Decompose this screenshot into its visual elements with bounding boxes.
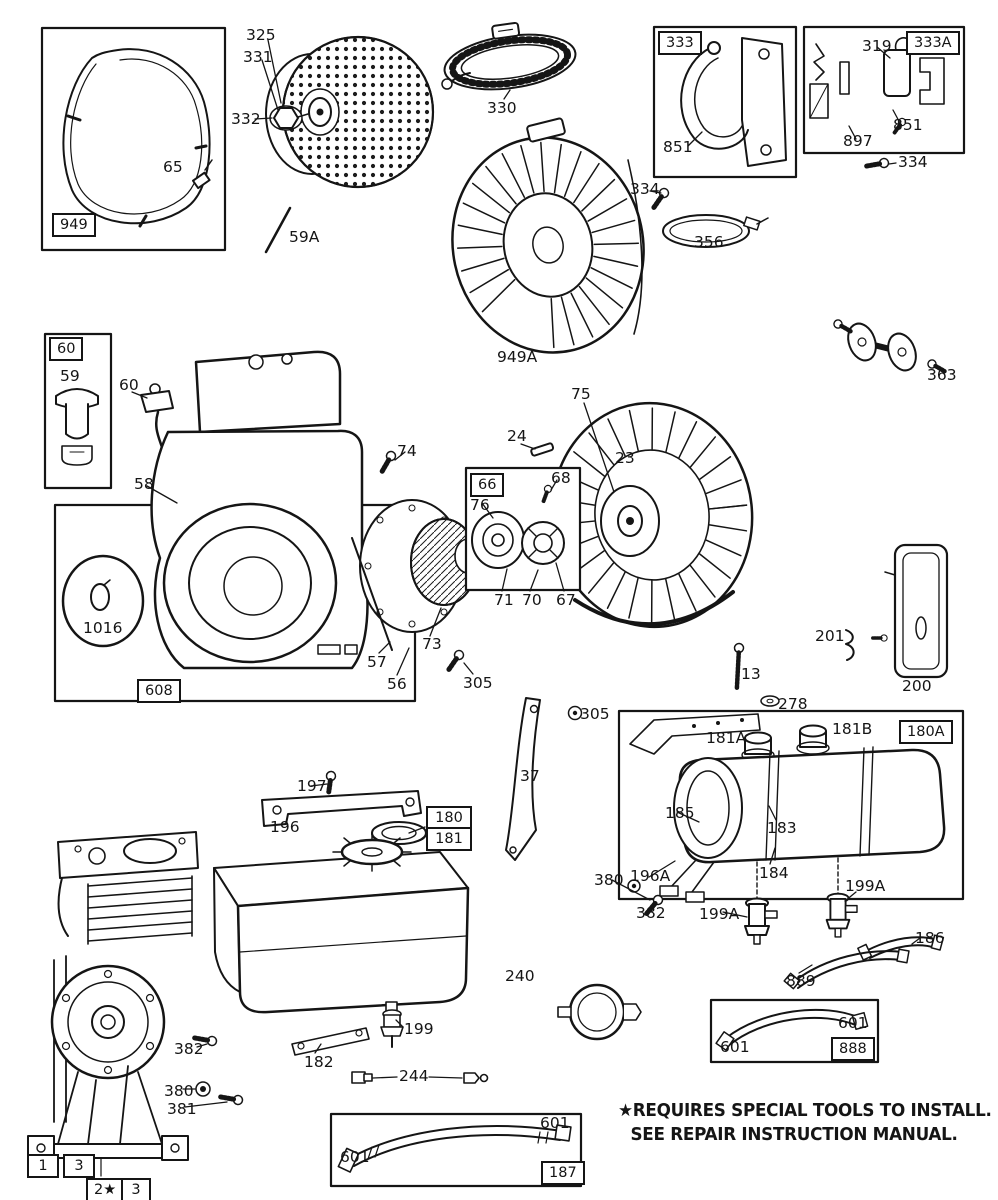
screw-381-icon <box>216 1094 244 1106</box>
hook-201 <box>845 629 855 661</box>
fuel-line-889 <box>783 948 910 990</box>
box-888 <box>709 998 880 1064</box>
bracket-363 <box>847 322 917 372</box>
screw-334b-icon <box>862 157 890 169</box>
pin-59A <box>264 206 292 254</box>
screw-74-icon <box>379 450 397 475</box>
gasket-stack-56-73 <box>351 499 482 651</box>
flywheel-fins <box>556 407 748 623</box>
bracket-182 <box>291 1027 370 1056</box>
bracket-196 <box>261 790 422 827</box>
starter-rope-330 <box>443 21 577 91</box>
blower-shroud-949A <box>451 117 645 354</box>
fittings-244 <box>351 1071 489 1084</box>
fuel-tank-main <box>213 832 470 1015</box>
bracket-37 <box>505 697 541 861</box>
wire-harness-65 <box>62 48 213 228</box>
key-24 <box>530 442 555 457</box>
box-949 <box>40 26 227 252</box>
wire-loop-356 <box>662 214 769 248</box>
screw-382b-icon <box>190 1035 218 1047</box>
screw-200-icon <box>871 634 888 642</box>
box-60 <box>43 332 113 490</box>
flywheel-23 <box>550 401 754 629</box>
screw-382-icon <box>643 894 664 918</box>
rope-end-330 <box>441 72 471 90</box>
screws <box>190 117 947 1106</box>
screw-333a-icon <box>892 117 907 135</box>
screw-305-top-icon <box>567 705 583 721</box>
screw-363a-icon <box>833 319 853 334</box>
note-line-1: ★REQUIRES SPECIAL TOOLS TO INSTALL. <box>618 1101 992 1121</box>
fuel-tank-180A <box>629 713 946 903</box>
box-333A <box>802 25 966 155</box>
flywheel-screen-325 <box>265 35 435 189</box>
oil-cap-59 <box>55 388 99 466</box>
screw-334-icon <box>650 187 670 212</box>
screw-363b-icon <box>927 359 947 374</box>
leader-lines <box>131 39 921 1108</box>
washer-380b-icon <box>200 1086 206 1092</box>
fuel-valve-199 <box>380 1009 404 1048</box>
ring-1016 <box>61 554 145 648</box>
screw-13-icon <box>733 642 745 691</box>
clutch-66 <box>471 511 565 569</box>
note-line-2: SEE REPAIR INSTRUCTION MANUAL. <box>630 1124 958 1145</box>
box-333 <box>652 25 798 179</box>
control-bracket-333 <box>680 37 787 167</box>
cylinder-block <box>27 831 199 1177</box>
engine-assembly-608 <box>150 350 369 670</box>
washer-380-icon <box>631 883 637 889</box>
filter-240 <box>557 983 642 1041</box>
shroud-fins <box>456 141 640 349</box>
screw-305-icon <box>445 649 465 674</box>
box-187 <box>329 1112 583 1188</box>
screw-197-icon <box>325 770 337 795</box>
washers <box>195 695 780 1097</box>
washer-278-icon <box>760 695 780 707</box>
special-tools-note: ★REQUIRES SPECIAL TOOLS TO INSTALL. SEE … <box>618 1100 992 1147</box>
bracket-200 <box>884 543 949 679</box>
fuel-line-186 <box>857 934 945 961</box>
ignition-parts-333A <box>809 37 945 119</box>
fuel-line-187 <box>337 1124 572 1173</box>
box-180A <box>617 709 965 901</box>
fuel-line-888 <box>715 1008 869 1051</box>
